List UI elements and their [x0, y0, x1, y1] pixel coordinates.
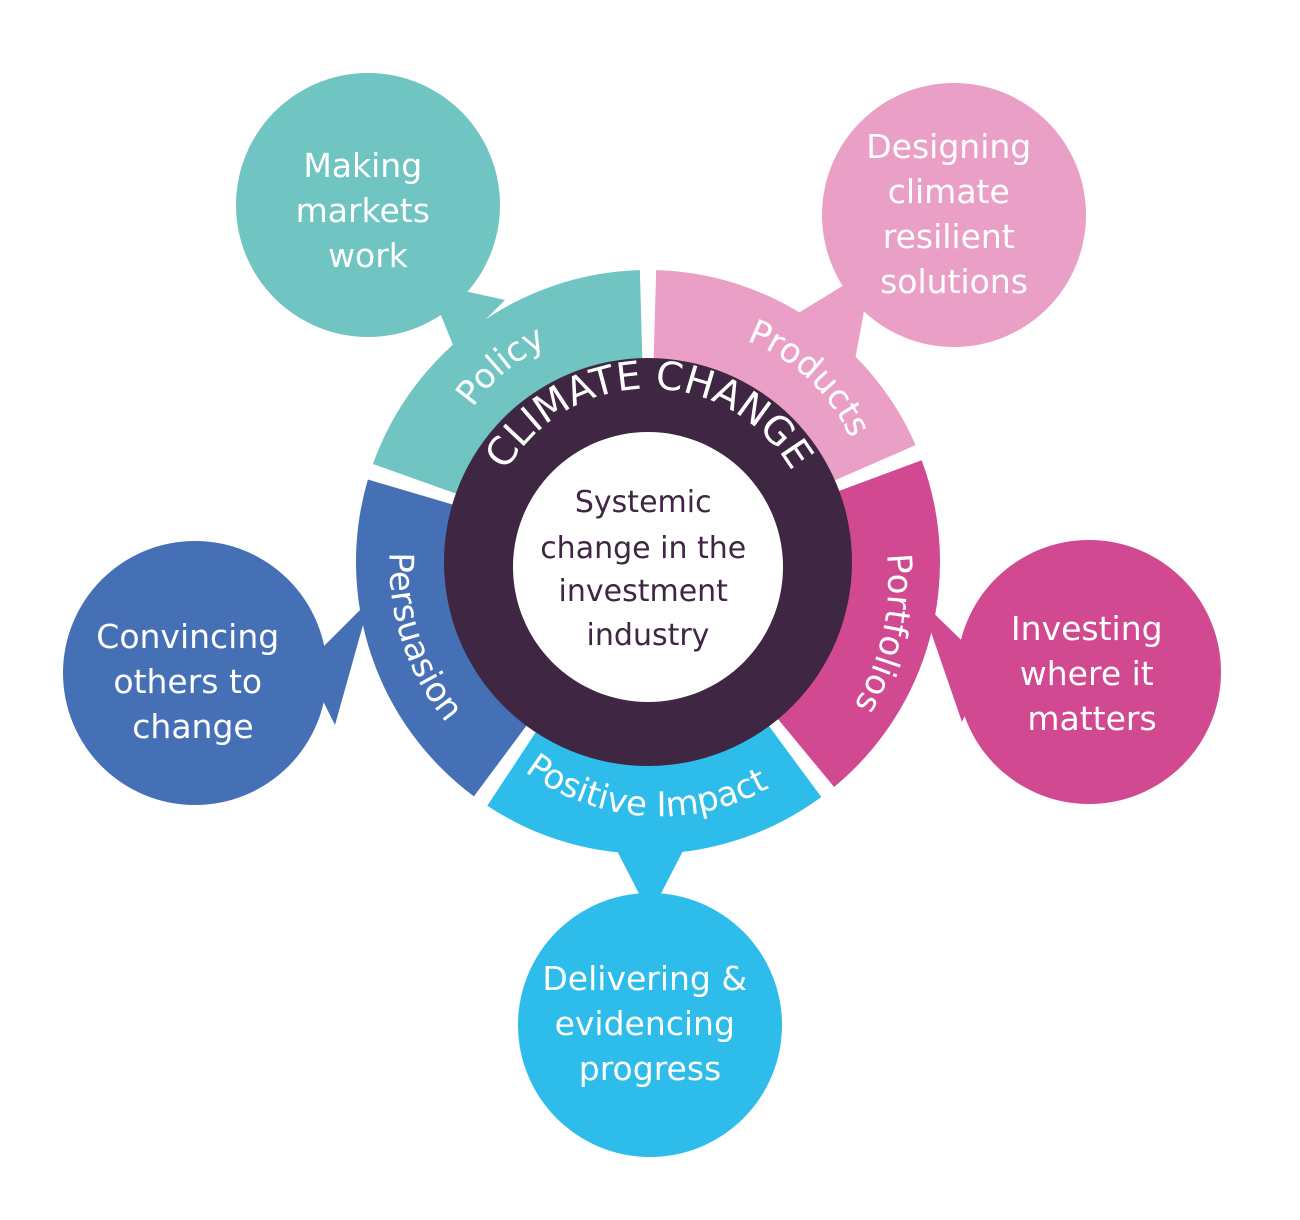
bubble-persuasion-line: Convincing — [96, 617, 279, 656]
bubble-products-line: solutions — [880, 262, 1028, 301]
bubble-positive-impact: Delivering & evidencing progress — [518, 808, 782, 1157]
bubble-policy-text: Making markets work — [296, 146, 441, 275]
bubble-portfolios-line: Investing — [1011, 609, 1163, 648]
bubble-persuasion-line: change — [132, 707, 253, 746]
bubble-products: Designing climate resilient solutions — [795, 83, 1086, 360]
bubble-persuasion-text: Convincing others to change — [96, 617, 289, 746]
bubble-persuasion-circle — [63, 541, 327, 805]
bubble-portfolios-pointer — [920, 600, 987, 722]
core-text: Systemic change in the investment indust… — [540, 485, 756, 653]
bubble-products-text: Designing climate resilient solutions — [866, 127, 1041, 301]
bubble-policy-circle — [236, 73, 500, 337]
segment-policy — [372, 270, 643, 499]
core-line: change in the — [540, 531, 746, 566]
bubble-persuasion: Convincing others to change — [63, 541, 370, 805]
bubble-policy-pointer — [428, 283, 505, 350]
bubble-products-circle — [822, 83, 1086, 347]
bubble-products-line: Designing — [866, 127, 1031, 166]
bubble-positive-impact-line: evidencing — [555, 1004, 735, 1043]
bubble-positive-impact-circle — [518, 893, 782, 1157]
core-line: Systemic — [575, 485, 712, 520]
core-line: investment — [559, 574, 729, 609]
bubble-policy: Making markets work — [236, 73, 505, 350]
bubble-portfolios-line: matters — [1027, 699, 1156, 738]
bubble-portfolios: Investing where it matters — [920, 540, 1221, 804]
bubble-policy-line: Making — [303, 146, 422, 185]
core-circle — [513, 432, 783, 702]
segment-products — [653, 270, 916, 486]
bubble-policy-line: markets — [296, 191, 430, 230]
bubble-positive-impact-text: Delivering & evidencing progress — [542, 959, 757, 1088]
bubble-positive-impact-line: Delivering & — [542, 959, 747, 998]
bubble-persuasion-pointer — [305, 600, 370, 725]
segment-persuasion — [355, 479, 535, 797]
bubble-positive-impact-line: progress — [579, 1049, 721, 1088]
bubble-products-line: climate — [888, 172, 1010, 211]
segment-portfolios — [769, 460, 941, 787]
bubble-portfolios-line: where it — [1020, 654, 1154, 693]
bubble-portfolios-circle — [957, 540, 1221, 804]
bubble-portfolios-text: Investing where it matters — [1011, 609, 1173, 738]
core-line: industry — [587, 618, 710, 653]
bubble-policy-line: work — [328, 236, 409, 275]
bubble-products-line: resilient — [883, 217, 1015, 256]
bubble-persuasion-line: others to — [113, 662, 262, 701]
bubble-products-pointer — [795, 268, 872, 360]
